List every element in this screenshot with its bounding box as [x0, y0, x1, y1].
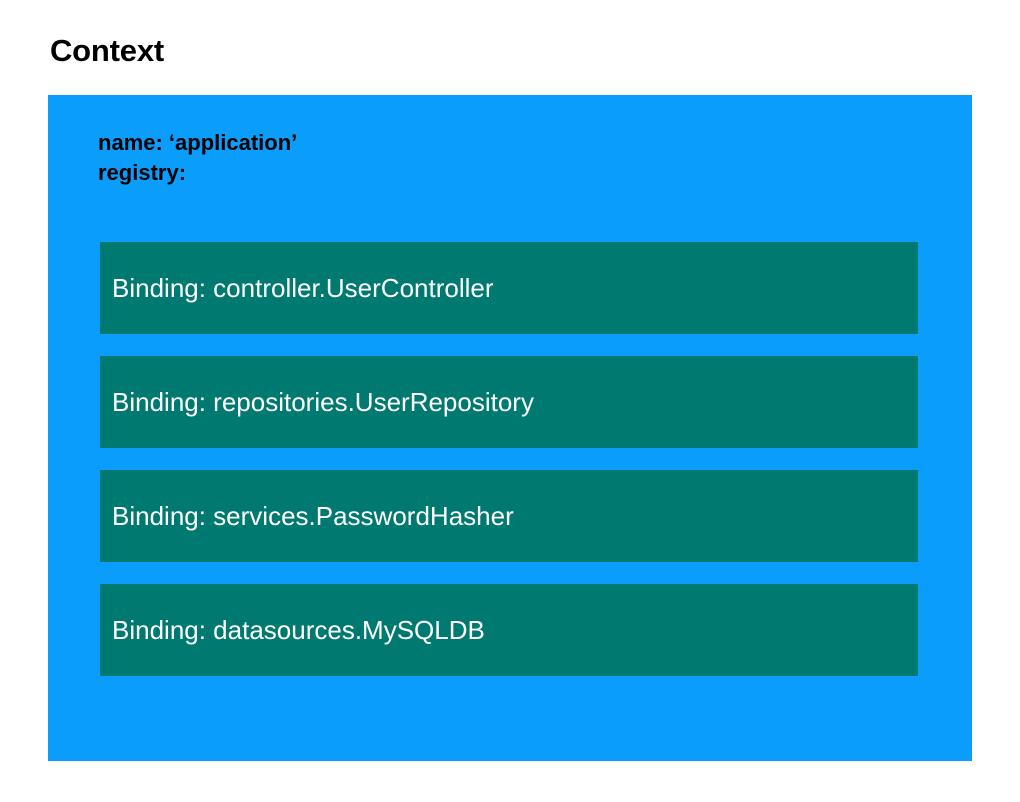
binding-label: Binding: repositories.UserRepository	[112, 387, 534, 417]
binding-label: Binding: datasources.MySQLDB	[112, 615, 485, 645]
binding-item: Binding: controller.UserController	[100, 242, 918, 334]
page-title: Context	[50, 33, 164, 68]
context-container: name: ‘application’ registry: Binding: c…	[48, 95, 972, 761]
context-property-registry: registry:	[98, 160, 187, 185]
binding-item: Binding: datasources.MySQLDB	[100, 584, 918, 676]
binding-label: Binding: services.PasswordHasher	[112, 501, 514, 531]
context-property-name: name: ‘application’	[98, 130, 298, 155]
registry-list: Binding: controller.UserController Bindi…	[100, 242, 918, 676]
binding-label: Binding: controller.UserController	[112, 273, 494, 303]
binding-item: Binding: services.PasswordHasher	[100, 470, 918, 562]
binding-item: Binding: repositories.UserRepository	[100, 356, 918, 448]
context-properties: name: ‘application’ registry:	[98, 128, 297, 188]
